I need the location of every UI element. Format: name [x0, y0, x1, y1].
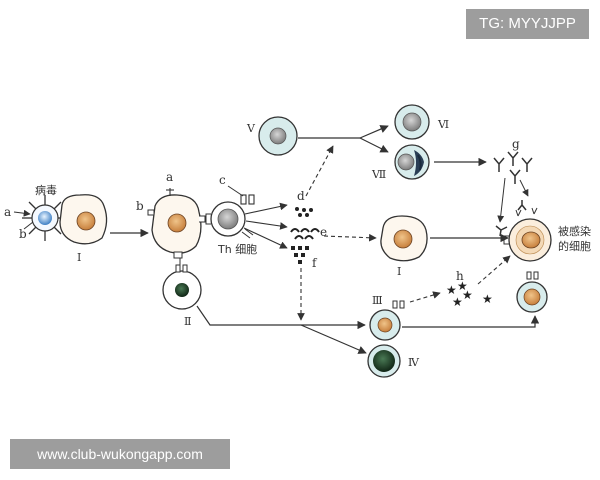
label-I-left: Ⅰ — [77, 251, 81, 264]
antigen-presenting-cell — [147, 188, 206, 259]
cytokine-f — [291, 246, 309, 264]
label-a-apc: a — [166, 170, 173, 184]
label-d: d — [297, 189, 305, 203]
label-VII: Ⅶ — [371, 168, 386, 181]
label-a-left: a — [4, 205, 11, 219]
label-b-apc: b — [136, 199, 144, 213]
svg-text:★: ★ — [446, 283, 457, 297]
label-g: g — [512, 137, 520, 151]
label-h: h — [456, 269, 464, 283]
label-infected-2: 的细胞 — [558, 239, 591, 253]
label-virus: 病毒 — [35, 183, 57, 197]
label-VI: Ⅵ — [437, 118, 449, 131]
cell-I-middle — [380, 215, 428, 262]
label-III: Ⅲ — [372, 294, 383, 307]
label-I-middle: Ⅰ — [397, 265, 401, 278]
label-infected-1: 被感染 — [558, 224, 591, 238]
label-V: Ⅴ — [246, 122, 256, 135]
label-th-cell: Th 细胞 — [217, 243, 257, 256]
cytokine-d — [295, 207, 313, 217]
label-c: c — [219, 173, 226, 187]
cell-II — [162, 264, 202, 310]
label-b-left: b — [19, 227, 27, 241]
watermark-bottom: www.club-wukongapp.com — [10, 439, 230, 469]
label-IV: Ⅳ — [408, 356, 420, 369]
cell-V — [258, 116, 298, 156]
antibodies-g — [493, 151, 533, 184]
virus — [22, 195, 68, 241]
svg-text:★: ★ — [457, 279, 468, 293]
svg-text:★: ★ — [482, 292, 493, 306]
infected-cell — [503, 207, 552, 262]
svg-text:★: ★ — [452, 295, 463, 309]
label-II: Ⅱ — [184, 315, 191, 328]
label-f: f — [312, 256, 318, 270]
cell-VII — [394, 144, 430, 180]
cell-I-phagocyte — [59, 194, 108, 245]
cytokine-e — [290, 228, 320, 240]
cell-VI — [394, 104, 430, 140]
svg-text:★: ★ — [462, 288, 473, 302]
label-e: e — [320, 225, 327, 239]
watermark-top: TG: MYYJJPP — [466, 9, 589, 39]
effector-cell — [516, 271, 548, 313]
perforin-h: ★★★ ★★ — [446, 279, 493, 309]
th-cell — [205, 194, 255, 239]
cell-IV — [367, 344, 401, 378]
cell-III — [369, 300, 405, 341]
